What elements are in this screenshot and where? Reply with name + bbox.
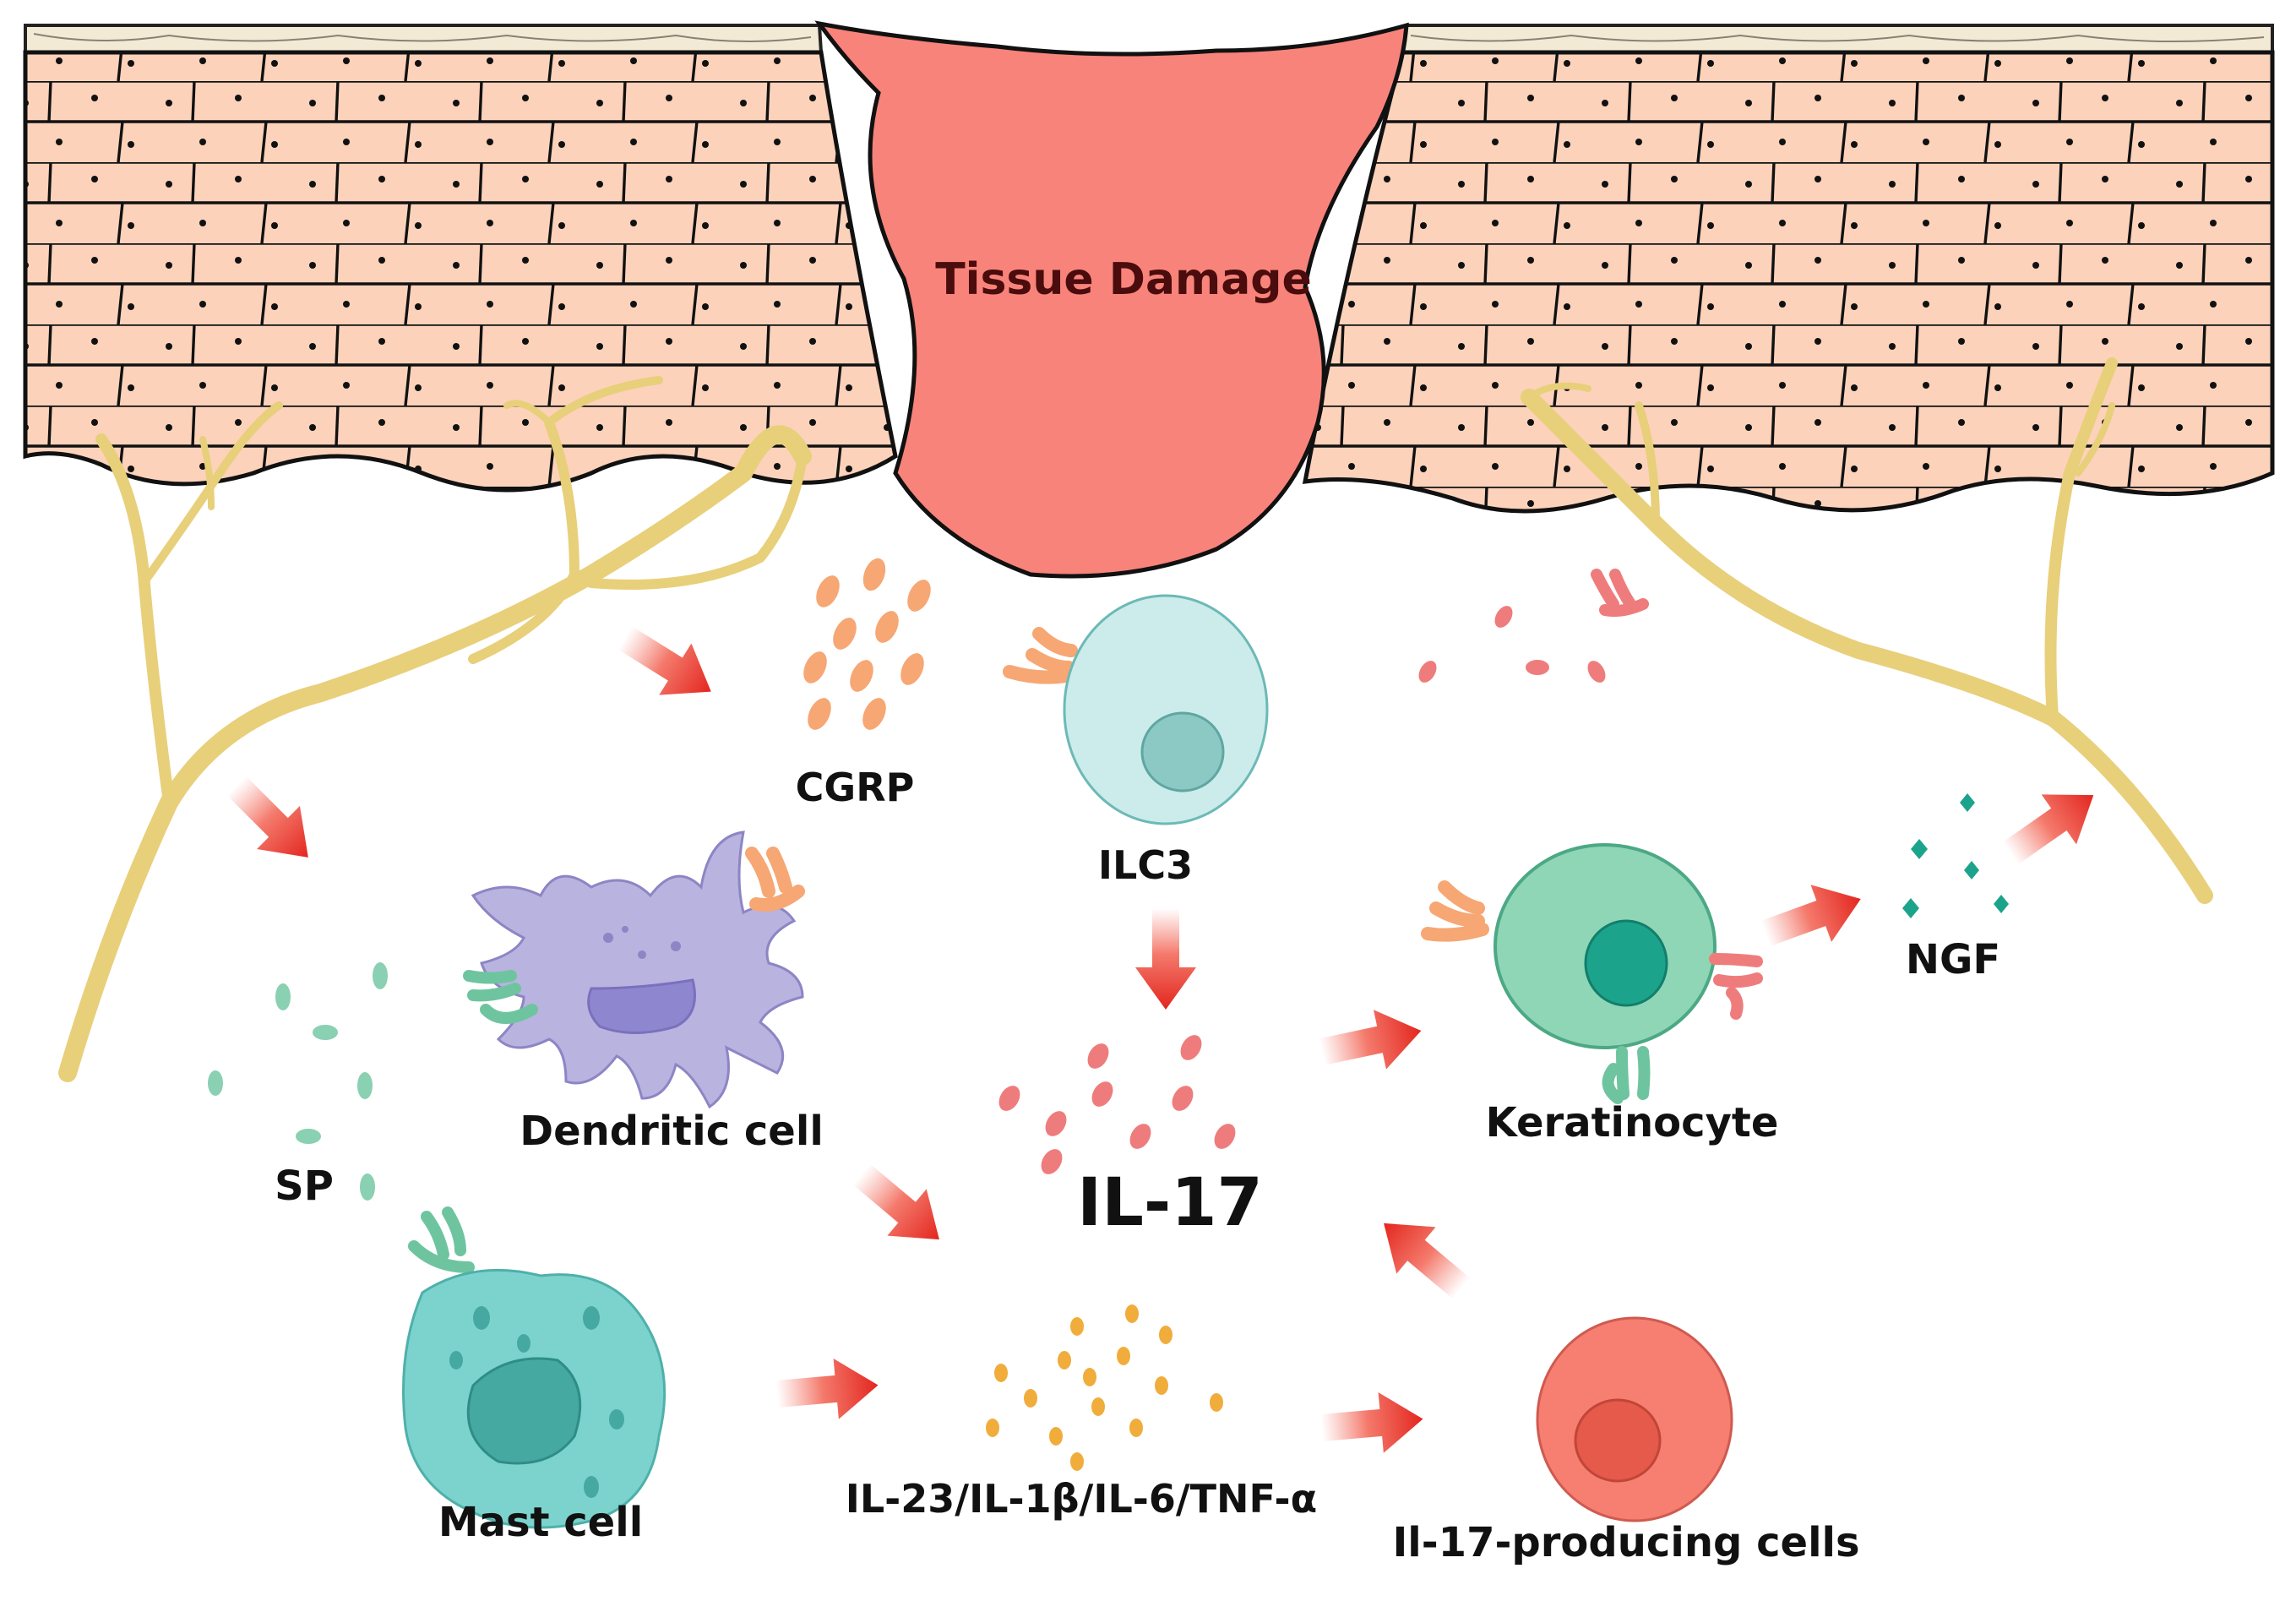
arrow-nerve-to-cgrp	[618, 626, 711, 695]
tissue-damage-wound: Tissue Damage	[814, 20, 1409, 579]
arrow-il17-to-keratinocyte	[1319, 1010, 1422, 1070]
il17-label: IL-17	[1077, 1165, 1263, 1241]
cgrp-label: CGRP	[796, 765, 915, 810]
receptor-icon-keratinocyte-right	[1709, 953, 1763, 1020]
receptor-icon-mast-cell	[408, 1206, 475, 1273]
ngf-particles	[1902, 793, 2009, 918]
arrow-ngf-to-nerve	[2002, 794, 2094, 865]
il17-producing-cells-label: Il-17-producing cells	[1392, 1519, 1859, 1566]
arrow-dendritic-to-il17	[852, 1163, 939, 1240]
nerve-fibers-left	[58, 376, 812, 1082]
epidermis-right	[1302, 24, 2275, 514]
il17-particles	[998, 1035, 1236, 1174]
arrows	[226, 626, 2094, 1453]
dendritic-cell: Dendritic cell	[463, 830, 824, 1155]
il17-producing-cell: Il-17-producing cells	[1392, 1316, 1860, 1566]
arrow-mast-to-cytokines	[775, 1359, 879, 1419]
receptor-particles-top-right	[1418, 606, 1606, 683]
arrow-cytokines-to-il17-producing	[1320, 1392, 1423, 1453]
sp-particles	[208, 962, 388, 1201]
sp-label: SP	[275, 1163, 334, 1210]
ilc3-cell: ILC3	[1003, 594, 1269, 888]
cytokine-particles	[986, 1304, 1223, 1471]
mast-cell-label: Mast cell	[438, 1499, 643, 1546]
cgrp-particles	[803, 558, 931, 730]
arrow-keratinocyte-to-ngf	[1760, 885, 1861, 947]
dendritic-cell-label: Dendritic cell	[520, 1108, 824, 1155]
cytokines-label: IL-23/IL-1β/IL-6/TNF-α	[846, 1476, 1318, 1522]
receptor-icon-dendritic-top	[745, 847, 805, 912]
epidermis-left	[23, 24, 898, 493]
arrow-il17-producing-to-il17	[1384, 1223, 1471, 1299]
tissue-damage-label: Tissue Damage	[935, 254, 1312, 305]
receptor-icon-top-right	[1591, 569, 1649, 618]
receptor-icon-keratinocyte-left	[1421, 880, 1489, 942]
arrow-ilc3-to-il17	[1135, 908, 1196, 1010]
receptor-icon-keratinocyte-bottom	[1602, 1046, 1651, 1104]
arrow-nerve-to-sp	[226, 776, 308, 858]
nerve-fibers-right	[1521, 357, 2213, 904]
receptor-icon-dendritic-left	[463, 970, 538, 1024]
keratinocyte-label: Keratinocyte	[1486, 1099, 1779, 1146]
ngf-label: NGF	[1906, 936, 2000, 983]
ilc3-label: ILC3	[1098, 842, 1193, 888]
mast-cell: Mast cell	[402, 1206, 666, 1546]
keratinocyte-cell: Keratinocyte	[1421, 843, 1779, 1146]
receptor-icon-ilc3	[1003, 627, 1078, 684]
